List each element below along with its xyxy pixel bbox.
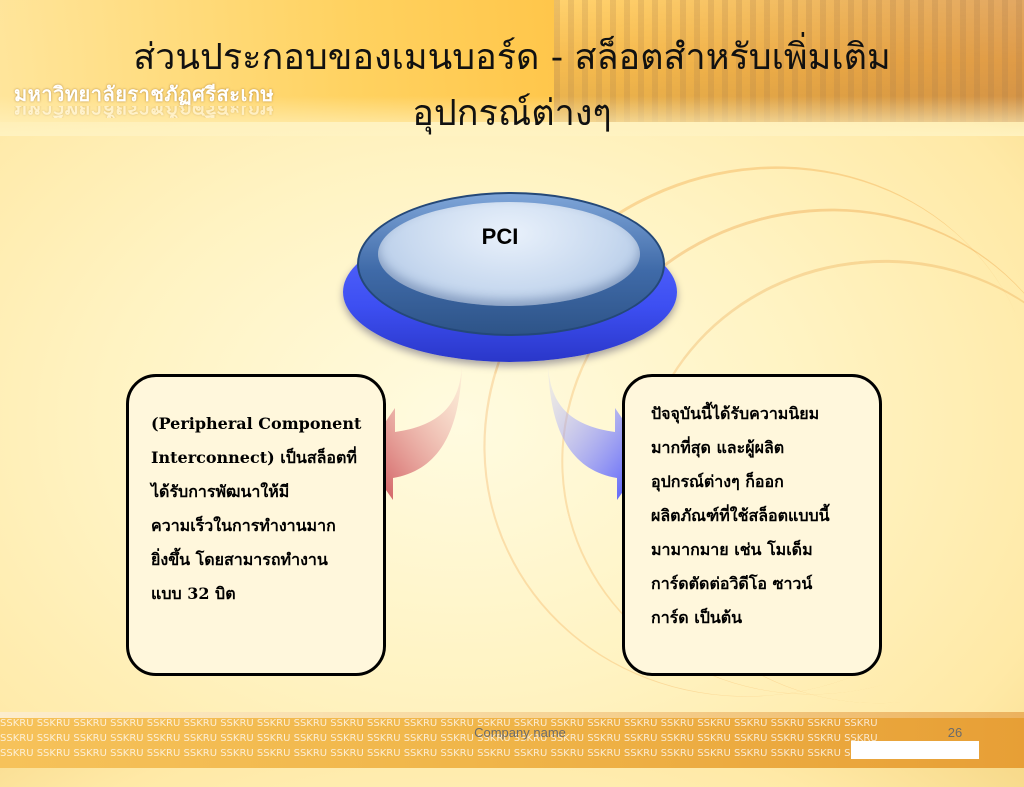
footer-white-box <box>851 741 979 759</box>
text-line: การ์ดตัดต่อวิดีโอ ซาวน์ <box>651 567 863 601</box>
text-line: มากที่สุด และผู้ผลิต <box>651 431 863 465</box>
text-line: การ์ด เป็นต้น <box>651 601 863 635</box>
text-line: ยิ่งขึ้น โดยสามารถทำงาน <box>151 543 363 577</box>
text-line: อุปกรณ์ต่างๆ ก็ออก <box>651 465 863 499</box>
text-line: ปัจจุบันนี้ได้รับความนิยม <box>651 397 863 431</box>
text-line: ผลิตภัณฑ์ที่ใช้สล็อตแบบนี้ <box>651 499 863 533</box>
text-line: (Peripheral Component <box>151 407 363 441</box>
company-name: Company name <box>440 725 600 740</box>
text-line: Interconnect) เป็นสล็อตที่ <box>151 441 363 475</box>
text-line: ความเร็วในการทำงานมาก <box>151 509 363 543</box>
text-line: แบบ 32 บิต <box>151 577 363 611</box>
text-line: ได้รับการพัฒนาให้มี <box>151 475 363 509</box>
pci-usage-box: ปัจจุบันนี้ได้รับความนิยม มากที่สุด และผ… <box>622 374 882 676</box>
text-line: มามากมาย เช่น โมเด็ม <box>651 533 863 567</box>
pci-definition-box: (Peripheral Component Interconnect) เป็น… <box>126 374 386 676</box>
page-number: 26 <box>930 725 980 740</box>
